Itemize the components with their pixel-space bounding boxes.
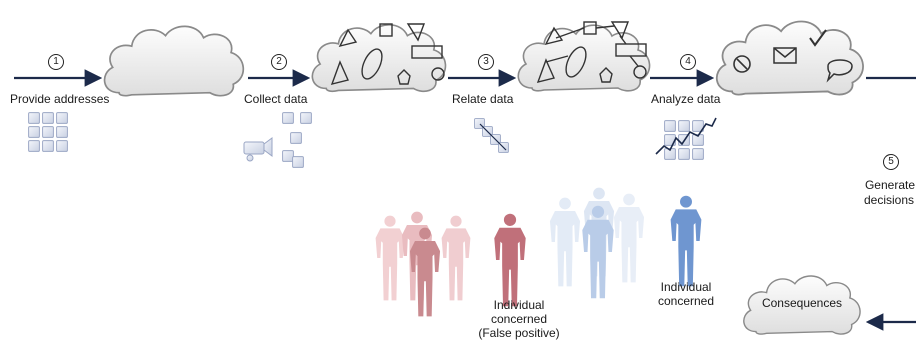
false-positive-caption-line1: Individual xyxy=(493,298,545,312)
person-concerned xyxy=(670,195,702,287)
camera-icon xyxy=(243,137,273,162)
cloud-decisions xyxy=(715,20,864,96)
stop-icon xyxy=(733,55,751,73)
person-red-3 xyxy=(441,215,471,301)
checkmark-icon xyxy=(809,29,827,47)
step-5-number: 5 xyxy=(883,154,899,170)
concerned-caption-line1: Individual xyxy=(660,280,712,294)
grid-icon xyxy=(28,112,68,152)
consequences-label: Consequences xyxy=(761,296,843,310)
step-1-number: 1 xyxy=(48,54,64,70)
step-4-number: 4 xyxy=(680,54,696,70)
step-3-number: 3 xyxy=(478,54,494,70)
step-3-label: Relate data xyxy=(452,92,514,106)
false-positive-caption-line2: concerned xyxy=(490,312,548,326)
cloud-3-shapes xyxy=(536,21,647,83)
step-4-label: Analyze data xyxy=(651,92,721,106)
step-5-label-line1: Generate xyxy=(864,178,916,192)
step-1-label: Provide addresses xyxy=(10,92,110,106)
step-2-label: Collect data xyxy=(244,92,308,106)
cloud-2-shapes xyxy=(330,23,445,85)
scattered-tiles xyxy=(282,112,312,168)
step-2-number: 2 xyxy=(271,54,287,70)
person-false-positive xyxy=(494,213,526,307)
analysis-chart-icon xyxy=(655,117,717,160)
relate-tiles-icon xyxy=(474,118,509,153)
concerned-caption-line2: concerned xyxy=(657,294,715,308)
step-5-label-line2: decisions xyxy=(863,193,915,207)
person-red-1 xyxy=(375,215,405,301)
mail-icon xyxy=(773,47,797,64)
false-positive-caption-line3: (False positive) xyxy=(478,326,560,340)
cloud-empty xyxy=(103,25,245,97)
speech-bubble-icon xyxy=(826,59,853,83)
person-blue-1 xyxy=(549,197,581,287)
person-blue-3 xyxy=(613,193,645,283)
